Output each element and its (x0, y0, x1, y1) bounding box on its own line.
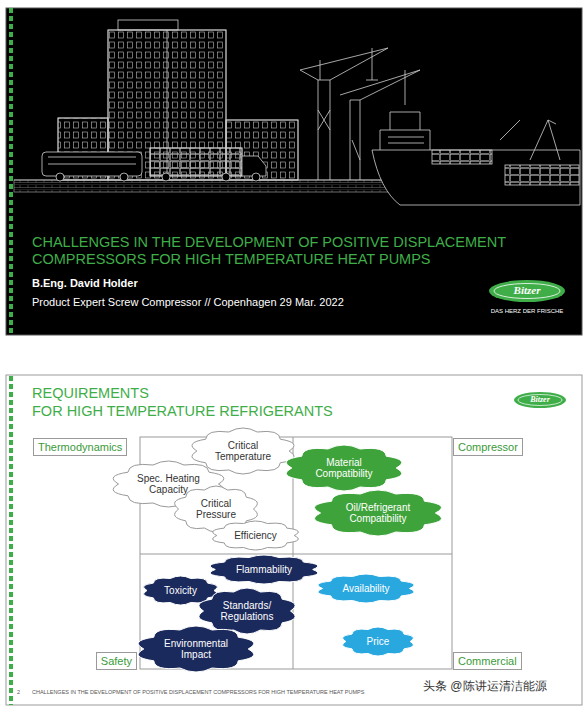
quadrant-label: Compressor (453, 438, 523, 456)
watermark: 头条 @陈讲运清洁能源 (423, 679, 547, 693)
node-text: Material Compatibility (308, 457, 380, 479)
logo-slogan: DAS HERZ DER FRISCHE (491, 308, 564, 315)
node-text: Critical Temperature (212, 440, 274, 462)
quadrant-label: Thermodynamics (33, 438, 127, 456)
node-text: Price (358, 636, 398, 647)
quadrant-label: Commercial (453, 652, 522, 670)
logo-text: Bitzer (530, 395, 550, 405)
author-name: B.Eng. David Holder (32, 277, 138, 290)
node-text: Standards/ Regulations (218, 600, 276, 622)
slide-heading: REQUIREMENTS (32, 385, 149, 402)
footer-text: CHALLENGES IN THE DEVELOPMENT OF POSITIV… (32, 689, 364, 696)
node-text: Environmental Impact (160, 638, 232, 660)
requirement-cloud: Price (340, 626, 416, 657)
node-text: Critical Pressure (192, 498, 240, 520)
requirement-cloud: Flammability (207, 554, 321, 585)
node-text: Commercial (458, 655, 517, 667)
node-text: Thermodynamics (38, 441, 122, 453)
author-role: Product Expert Screw Compressor // Copen… (32, 296, 344, 309)
page-number: 2 (17, 689, 20, 696)
requirement-cloud: Availability (315, 573, 417, 604)
slide-heading: FOR HIGH TEMPERATURE REFRIGERANTS (32, 403, 333, 420)
node-text: Availability (337, 583, 395, 594)
slide-title: CHALLENGES IN THE DEVELOPMENT OF POSITIV… (32, 234, 572, 269)
quadrant-label: Safety (96, 652, 137, 670)
node-text: Efficiency (231, 530, 281, 541)
node-text: Toxicity (160, 585, 202, 596)
node-text: Oil/Refrigerant Compatibility (338, 502, 418, 524)
node-text: Safety (101, 655, 132, 667)
requirement-cloud: Environmental Impact (135, 625, 257, 673)
requirement-cloud: Oil/Refrigerant Compatibility (311, 489, 445, 537)
requirement-cloud: Standards/ Regulations (196, 587, 298, 635)
node-text: Compressor (458, 441, 518, 453)
logo-text: Bitzer (514, 284, 541, 297)
node-text: Flammability (231, 564, 297, 575)
requirement-cloud: Material Compatibility (283, 444, 405, 492)
requirement-cloud: Efficiency (210, 520, 301, 551)
